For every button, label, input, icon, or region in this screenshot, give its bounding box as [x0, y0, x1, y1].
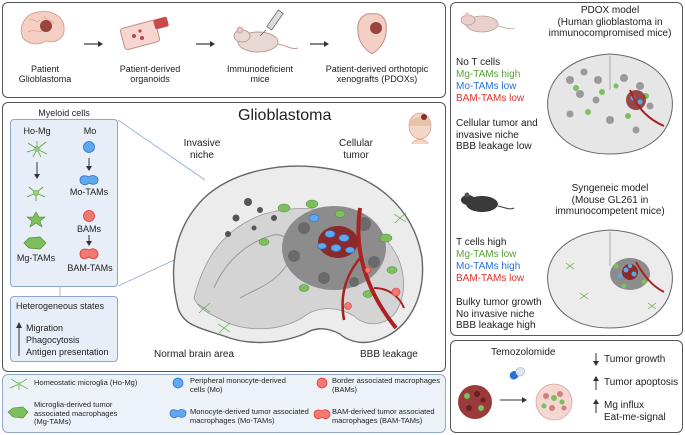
mo-label: Mo: [83, 126, 97, 136]
bam-tams-label: BAM-TAMs: [67, 263, 113, 273]
arrow-up-icon: [593, 376, 599, 390]
invasive-niche-label: Invasive niche: [183, 138, 221, 161]
bam-tam-icon: [313, 409, 331, 420]
cellular-tumor-label: Cellular tumor: [339, 138, 373, 161]
pill-icon: [509, 367, 525, 380]
mouse-syringe-icon: [233, 9, 299, 53]
legend-bam-tams: BAM-derived tumor associated macrophages…: [332, 407, 435, 425]
arrow-down-icon: [593, 353, 599, 366]
mg-tam-icon: [23, 236, 47, 250]
mo-tams-label: Mo-TAMs: [69, 187, 109, 197]
myeloid-cells-box: [10, 119, 118, 287]
activated-microglia-icon: [26, 186, 46, 201]
bam-tam-icon: [79, 248, 99, 260]
glioblastoma-brain-illustration: [172, 165, 424, 344]
syngeneic-line-2: Mo-TAMs high: [456, 261, 521, 272]
step-pdox-label: Patient-derived orthotopic xenografts (P…: [325, 64, 429, 85]
page-title: Glioblastoma: [238, 107, 332, 124]
state-migration: Migration: [26, 323, 64, 333]
homeostatic-microglia-icon: [26, 141, 48, 158]
arrow-right-icon: [84, 41, 103, 47]
temozolomide-panel: [450, 340, 683, 433]
ho-mg-label: Ho-Mg: [23, 126, 51, 136]
step-patient-label: Patient Glioblastoma: [18, 64, 72, 85]
mouse-icon: [460, 12, 515, 33]
arrow-up-icon: [16, 322, 22, 356]
drug-label: Temozolomide: [491, 347, 556, 358]
heterogeneous-states-box: [10, 296, 118, 362]
pdox-line-3: BAM-TAMs low: [456, 93, 525, 104]
effect-mg-influx: Mg influx Eat-me-signal: [604, 400, 666, 423]
pdox-line-2: Mo-TAMs low: [456, 81, 517, 92]
effect-tumor-growth: Tumor growth: [604, 354, 666, 365]
legend-mo-tams: Monocyte-derived tumor associated macrop…: [190, 407, 309, 425]
arrow-down-icon: [86, 158, 92, 171]
mo-tam-icon: [79, 175, 99, 186]
tumor-after-icon: [535, 383, 573, 421]
bbb-leakage-label: BBB leakage: [360, 349, 418, 360]
myeloid-title: Myeloid cells: [38, 108, 90, 118]
arrow-right-icon: [500, 397, 527, 403]
patient-head-icon: [408, 112, 432, 145]
normal-brain-label: Normal brain area: [154, 349, 235, 360]
legend-ho-mg: Homeostatic microglia (Ho-Mg): [34, 378, 138, 387]
arrow-down-icon: [86, 235, 92, 246]
black-mouse-icon: [461, 192, 515, 212]
state-antigen-presentation: Antigen presentation: [26, 347, 109, 357]
syngeneic-line-0: T cells high: [456, 237, 507, 248]
states-title: Heterogeneous states: [16, 301, 105, 311]
syngeneic-extra: Bulky tumor growth No invasive niche BBB…: [456, 297, 542, 331]
legend-mo: Peripheral monocyte-derived cells (Mo): [190, 376, 286, 394]
step-organoids-label: Patient-derived organoids: [119, 64, 181, 85]
legend-bams: Border associated macrophages (BAMs): [332, 376, 440, 394]
legend-panel: [2, 374, 446, 433]
arrow-right-icon: [310, 41, 329, 47]
pdox-line-0: No T cells: [456, 57, 501, 68]
bam-icon: [83, 210, 95, 222]
syngeneic-line-1: Mg-TAMs low: [456, 249, 517, 260]
mg-tam-icon: [7, 406, 29, 419]
monocyte-icon: [83, 141, 95, 153]
homeostatic-microglia-icon: [9, 378, 29, 390]
arrow-right-icon: [196, 41, 215, 47]
legend-mg-tams: Microglia-derived tumor associated macro…: [34, 400, 118, 427]
tumor-before-icon: [458, 385, 492, 419]
flask-icon: [119, 16, 169, 51]
pdox-line-1: Mg-TAMs high: [456, 69, 521, 80]
arrow-down-icon: [34, 162, 40, 179]
state-phagocytosis: Phagocytosis: [26, 335, 80, 345]
mouse-brain-icon: [357, 13, 387, 55]
activated-microglia-icon: [26, 211, 46, 228]
mo-tam-icon: [169, 409, 187, 419]
pdox-title: PDOX model (Human glioblastoma in immuno…: [548, 5, 672, 39]
pdox-brain-illustration: [547, 53, 673, 155]
syngeneic-brain-illustration: [547, 229, 673, 329]
mg-tams-label: Mg-TAMs: [16, 253, 56, 263]
step-mice-label: Immunodeficient mice: [226, 64, 294, 85]
arrow-up-icon: [593, 399, 599, 413]
syngeneic-line-3: BAM-TAMs low: [456, 273, 525, 284]
bam-icon: [316, 377, 328, 389]
pdox-extra: Cellular tumor and invasive niche BBB le…: [456, 118, 538, 152]
syngeneic-title: Syngeneic model (Mouse GL261 in immunoco…: [555, 183, 665, 217]
monocyte-icon: [172, 377, 184, 389]
effect-tumor-apoptosis: Tumor apoptosis: [604, 377, 679, 388]
bams-label: BAMs: [76, 224, 101, 234]
patient-brain-icon: [20, 10, 65, 45]
